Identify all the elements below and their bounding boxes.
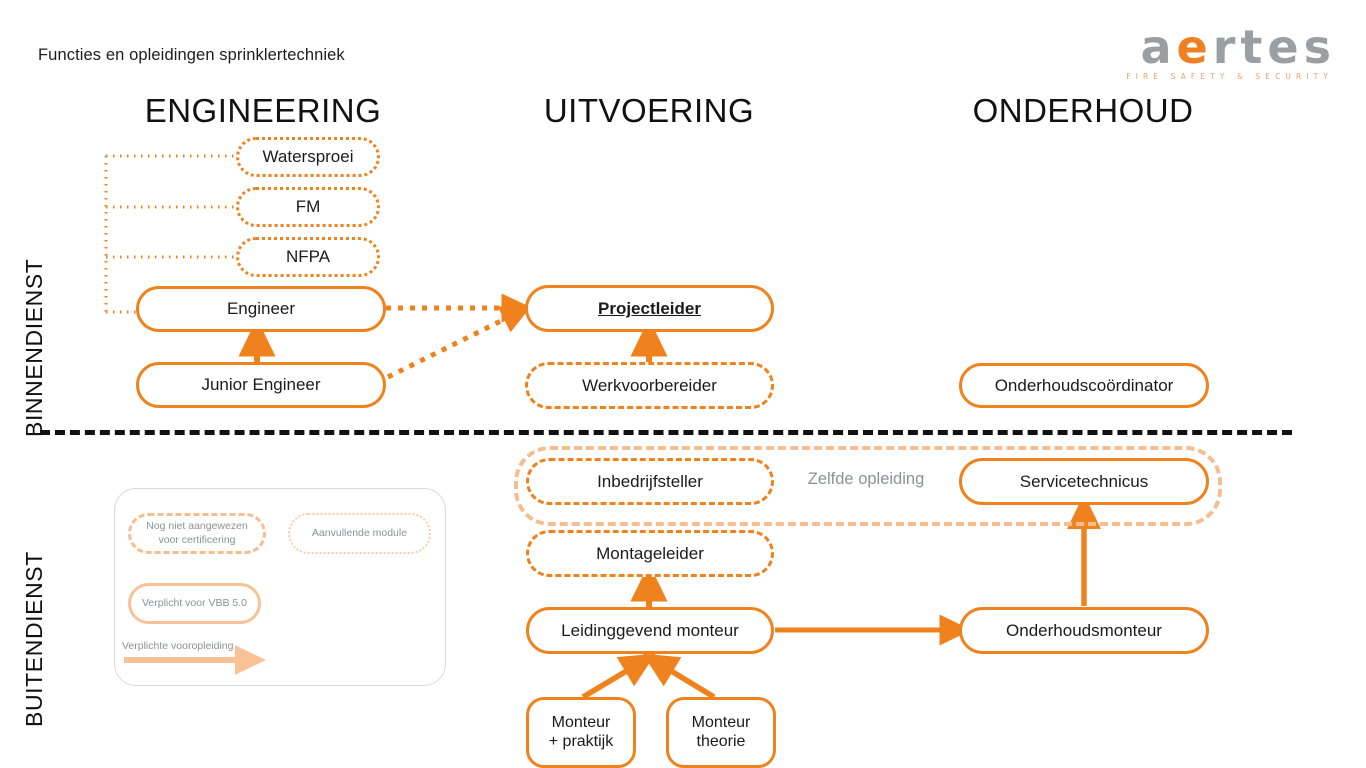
section-label-buitendienst: BUITENDIENST bbox=[21, 551, 47, 727]
node-watersproei[interactable]: Watersproei bbox=[236, 137, 380, 177]
brand-wordmark: aertes bbox=[1126, 24, 1336, 70]
node-label: Projectleider bbox=[598, 298, 701, 318]
brand-letters-rtes: rtes bbox=[1212, 20, 1336, 74]
node-onderhoudsmonteur[interactable]: Onderhoudsmonteur bbox=[959, 607, 1209, 654]
legend-item-not-certified: Nog niet aangewezen voor certificering bbox=[128, 513, 266, 554]
node-monteur-theorie[interactable]: Monteur theorie bbox=[666, 697, 776, 768]
edge-monteur-praktijk-to-leidinggevend bbox=[581, 653, 656, 700]
node-label: Inbedrijfsteller bbox=[597, 471, 703, 491]
section-label-binnendienst: BINNENDIENST bbox=[21, 258, 47, 437]
node-label: Monteur + praktijk bbox=[548, 714, 614, 750]
node-leidinggevend-monteur[interactable]: Leidinggevend monteur bbox=[526, 607, 774, 654]
node-label: Onderhoudscoördinator bbox=[994, 375, 1174, 395]
column-header-engineering: ENGINEERING bbox=[144, 92, 382, 129]
node-label: Monteur theorie bbox=[691, 714, 751, 750]
node-onderhoudscoordinator[interactable]: Onderhoudscoördinator bbox=[959, 363, 1209, 408]
node-werkvoorbereider[interactable]: Werkvoorbereider bbox=[525, 362, 774, 409]
legend-item-label: Verplicht voor VBB 5.0 bbox=[141, 596, 248, 609]
node-servicetechnicus[interactable]: Servicetechnicus bbox=[959, 458, 1209, 505]
node-engineer[interactable]: Engineer bbox=[136, 286, 386, 332]
node-inbedrijfsteller[interactable]: Inbedrijfsteller bbox=[526, 458, 774, 505]
legend-item-label: Verplichte vooropleiding bbox=[122, 640, 234, 652]
legend-item-required-prerequisite: Verplichte vooropleiding bbox=[122, 640, 272, 674]
node-label: Leidinggevend monteur bbox=[561, 620, 739, 640]
brand-letter-e: e bbox=[1176, 20, 1213, 74]
brand-tagline: FIRE SAFETY & SECURITY bbox=[1126, 71, 1333, 81]
node-projectleider[interactable]: Projectleider bbox=[525, 285, 774, 332]
legend-item-label: Aanvullende module bbox=[311, 526, 408, 539]
node-label: Engineer bbox=[226, 299, 296, 319]
node-label: Servicetechnicus bbox=[1019, 471, 1149, 491]
binnendienst-buitendienst-divider bbox=[40, 430, 1292, 435]
same-training-group-frame bbox=[514, 446, 1222, 526]
edge-monteur-theorie-to-leidinggevend bbox=[642, 653, 716, 700]
node-nfpa[interactable]: NFPA bbox=[236, 237, 380, 277]
brand-letter-a: a bbox=[1140, 20, 1177, 74]
node-junior-engineer[interactable]: Junior Engineer bbox=[136, 362, 386, 408]
node-label: Watersproei bbox=[262, 147, 354, 167]
page-title: Functies en opleidingen sprinklertechnie… bbox=[38, 46, 345, 64]
legend-item-extra-module: Aanvullende module bbox=[288, 513, 431, 554]
brand-logo: aertes FIRE SAFETY & SECURITY bbox=[1126, 24, 1336, 81]
column-header-onderhoud: ONDERHOUD bbox=[972, 92, 1194, 129]
node-label: Montageleider bbox=[596, 543, 704, 563]
legend-item-required-vbb: Verplicht voor VBB 5.0 bbox=[128, 583, 261, 624]
same-training-annotation: Zelfde opleiding bbox=[807, 470, 925, 488]
edge-junior-to-projectleider bbox=[386, 305, 532, 380]
node-monteur-praktijk[interactable]: Monteur + praktijk bbox=[526, 697, 636, 768]
node-fm[interactable]: FM bbox=[236, 187, 380, 227]
column-header-uitvoering: UITVOERING bbox=[543, 92, 755, 129]
node-montageleider[interactable]: Montageleider bbox=[526, 530, 774, 577]
node-label: FM bbox=[295, 197, 321, 217]
node-label: Onderhoudsmonteur bbox=[1006, 620, 1162, 640]
node-label: Junior Engineer bbox=[201, 375, 321, 395]
node-label: Werkvoorbereider bbox=[582, 375, 717, 395]
node-label: NFPA bbox=[285, 247, 331, 267]
legend-item-label: Nog niet aangewezen voor certificering bbox=[146, 520, 248, 546]
